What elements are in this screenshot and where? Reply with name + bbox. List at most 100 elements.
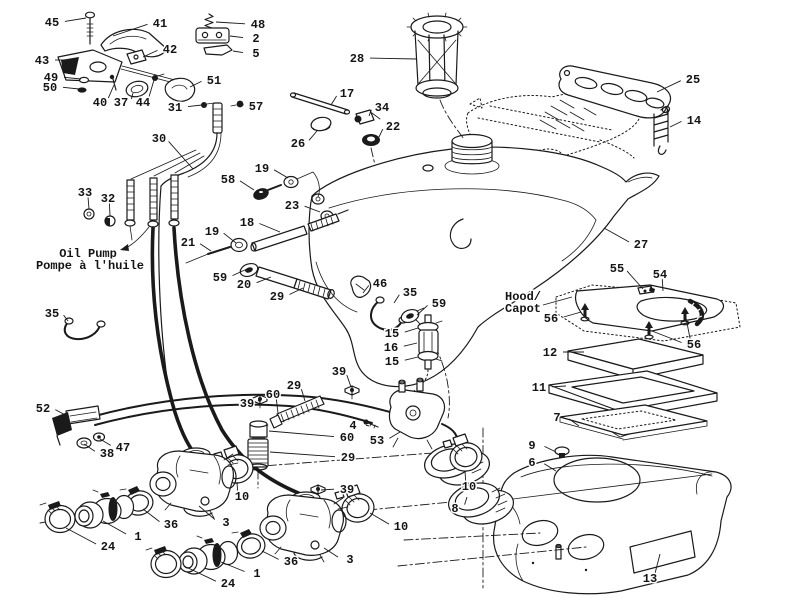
callout-5: 5 <box>252 47 259 61</box>
leader-44 <box>148 79 155 98</box>
callout-33: 33 <box>78 186 92 200</box>
callout-39: 39 <box>340 483 354 497</box>
callout-8: 8 <box>451 502 458 516</box>
callout-60: 60 <box>340 431 354 445</box>
cable-knob-58 <box>253 188 269 200</box>
callout-53: 53 <box>370 434 384 448</box>
push-pin-56 <box>580 303 590 322</box>
callout-3: 3 <box>222 516 229 530</box>
leader-24 <box>183 565 217 582</box>
tank-cap-fittings <box>289 92 381 166</box>
leader-42 <box>142 49 158 58</box>
leader-36 <box>261 550 279 560</box>
callout-57: 57 <box>249 100 263 114</box>
grommet-38 <box>76 437 92 449</box>
fuel-filter-16 <box>418 329 439 355</box>
callout-43: 43 <box>35 54 49 68</box>
leader-16 <box>403 342 418 347</box>
hood-seal-assembly <box>555 284 741 342</box>
ribbed-conduit-29 <box>293 278 332 300</box>
leader-35 <box>393 294 400 304</box>
leader-38 <box>83 443 96 452</box>
cable-adjusters <box>83 149 205 251</box>
leader-52 <box>55 409 70 418</box>
leader-27 <box>603 227 630 243</box>
lever-5 <box>203 44 233 56</box>
conduit-tube-20 <box>255 266 298 289</box>
leader-18 <box>259 223 281 233</box>
connector-52 <box>65 405 101 425</box>
leader-55 <box>626 270 644 290</box>
leader-8 <box>464 496 468 505</box>
leader-46 <box>362 285 370 294</box>
callout-2: 2 <box>252 32 259 46</box>
callout-1: 1 <box>134 530 141 544</box>
callout-12: 12 <box>543 346 557 360</box>
leader-56 <box>685 317 691 340</box>
leader-20 <box>256 276 272 284</box>
callout-19: 19 <box>255 162 269 176</box>
clamp-24 <box>39 501 76 534</box>
leader-3 <box>198 505 216 520</box>
callout-31: 31 <box>168 101 182 115</box>
leader-40 <box>107 84 115 99</box>
callout-21: 21 <box>181 236 195 250</box>
callout-25: 25 <box>686 73 700 87</box>
leader-31 <box>187 104 203 108</box>
leader-19 <box>223 232 237 244</box>
leader-36 <box>142 508 160 522</box>
leader-29 <box>269 451 336 458</box>
callout-15: 15 <box>385 327 399 341</box>
callout-1: 1 <box>253 567 260 581</box>
callout-56: 56 <box>544 312 558 326</box>
bolt-4 <box>367 422 379 428</box>
callout-36: 36 <box>164 518 178 532</box>
oil-pump-arrow <box>125 226 150 249</box>
fuel-filter-assembly <box>400 307 443 392</box>
ribbed-conduits <box>247 395 325 471</box>
text-labels: Oil Pump Pompe à l'huile Hood/ Capot <box>34 246 573 318</box>
callout-50: 50 <box>43 81 57 95</box>
leader-22 <box>378 128 384 138</box>
carburetor-3 <box>149 447 239 519</box>
leader-1 <box>102 520 127 535</box>
callout-58: 58 <box>221 173 235 187</box>
leader-41 <box>112 23 148 37</box>
callout-29: 29 <box>270 290 284 304</box>
leader-1 <box>220 561 245 572</box>
callout-36: 36 <box>284 555 298 569</box>
callout-10: 10 <box>462 480 476 494</box>
leader-29 <box>300 388 306 402</box>
callout-6: 6 <box>528 456 535 470</box>
oil-pump-label-en: Oil Pump <box>59 247 117 261</box>
leader-11 <box>551 385 567 388</box>
callout-10: 10 <box>235 490 249 504</box>
support-bracket-25 <box>558 65 672 119</box>
callout-20: 20 <box>237 278 251 292</box>
leader-53 <box>389 431 401 439</box>
hoses-and-cables <box>94 185 391 497</box>
leader-48 <box>215 21 246 25</box>
callout-9: 9 <box>528 439 535 453</box>
connector-52-group <box>52 405 106 449</box>
leader-9 <box>544 445 557 453</box>
callout-23: 23 <box>285 199 299 213</box>
callout-39: 39 <box>332 365 346 379</box>
leader-25 <box>656 80 681 93</box>
hood-label-fr: Capot <box>505 302 541 316</box>
leader-10 <box>369 512 390 525</box>
callout-37: 37 <box>114 96 128 110</box>
callout-10: 10 <box>394 520 408 534</box>
leader-13 <box>654 553 661 574</box>
leader-45 <box>64 17 87 22</box>
leader-24 <box>65 527 97 545</box>
hose-35 <box>370 300 403 331</box>
callout-27: 27 <box>634 238 648 252</box>
leader-37 <box>130 92 134 100</box>
leader-60 <box>268 430 335 438</box>
ferrule-60 <box>269 414 283 429</box>
callout-24: 24 <box>101 540 115 554</box>
callout-3: 3 <box>346 553 353 567</box>
callout-54: 54 <box>653 268 667 282</box>
